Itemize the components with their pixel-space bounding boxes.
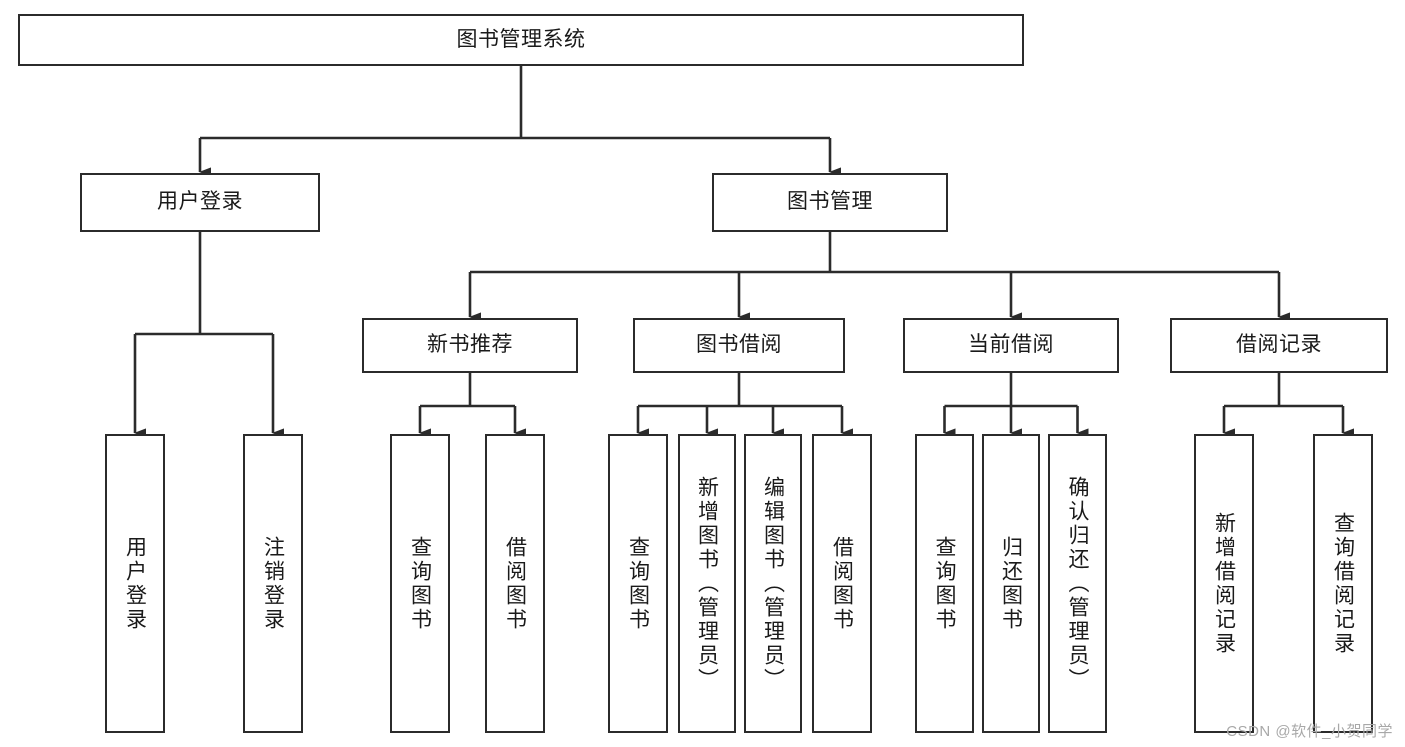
node-leaf-query-1[interactable]: 查询图书 xyxy=(390,434,450,733)
node-label: 新增借阅记录 xyxy=(1212,511,1236,656)
node-label: 归还图书 xyxy=(999,535,1023,632)
node-label: 图书借阅 xyxy=(696,333,782,357)
node-user-login[interactable]: 用户登录 xyxy=(80,173,320,232)
node-leaf-borrow-2[interactable]: 借阅图书 xyxy=(812,434,872,733)
node-leaf-return[interactable]: 归还图书 xyxy=(982,434,1040,733)
node-label: 用户登录 xyxy=(157,190,243,214)
node-current-borrow[interactable]: 当前借阅 xyxy=(903,318,1119,373)
node-label: 查询图书 xyxy=(408,535,432,632)
node-label: 图书管理 xyxy=(787,190,873,214)
node-label: 当前借阅 xyxy=(968,333,1054,357)
node-leaf-query-2[interactable]: 查询图书 xyxy=(608,434,668,733)
node-borrow-record[interactable]: 借阅记录 xyxy=(1170,318,1388,373)
node-leaf-query-rec[interactable]: 查询借阅记录 xyxy=(1313,434,1373,733)
node-leaf-login[interactable]: 用户登录 xyxy=(105,434,165,733)
node-label: 查询图书 xyxy=(933,535,956,632)
node-new-book-rec[interactable]: 新书推荐 xyxy=(362,318,578,373)
node-label: 编辑图书（管理员） xyxy=(761,475,785,692)
node-label: 注销登录 xyxy=(261,535,285,632)
node-label: 新增图书（管理员） xyxy=(695,475,719,692)
node-label: 新书推荐 xyxy=(427,333,513,357)
node-label: 查询图书 xyxy=(626,535,650,632)
node-root[interactable]: 图书管理系统 xyxy=(18,14,1024,66)
node-leaf-edit-book[interactable]: 编辑图书（管理员） xyxy=(744,434,802,733)
node-label: 借阅图书 xyxy=(503,535,527,632)
node-label: 确认归还（管理员） xyxy=(1066,475,1089,692)
csdn-watermark: CSDN @软件_小贺同学 xyxy=(1226,723,1393,740)
node-leaf-add-book[interactable]: 新增图书（管理员） xyxy=(678,434,736,733)
node-label: 用户登录 xyxy=(123,535,147,632)
node-book-manage[interactable]: 图书管理 xyxy=(712,173,948,232)
node-leaf-confirm[interactable]: 确认归还（管理员） xyxy=(1048,434,1107,733)
node-book-borrow[interactable]: 图书借阅 xyxy=(633,318,845,373)
node-label: 借阅记录 xyxy=(1236,333,1322,357)
node-leaf-logout[interactable]: 注销登录 xyxy=(243,434,303,733)
node-leaf-query-3[interactable]: 查询图书 xyxy=(915,434,974,733)
node-leaf-add-rec[interactable]: 新增借阅记录 xyxy=(1194,434,1254,733)
node-label: 查询借阅记录 xyxy=(1331,511,1355,656)
node-label: 图书管理系统 xyxy=(456,27,586,51)
node-leaf-borrow-1[interactable]: 借阅图书 xyxy=(485,434,545,733)
node-label: 借阅图书 xyxy=(830,535,854,632)
